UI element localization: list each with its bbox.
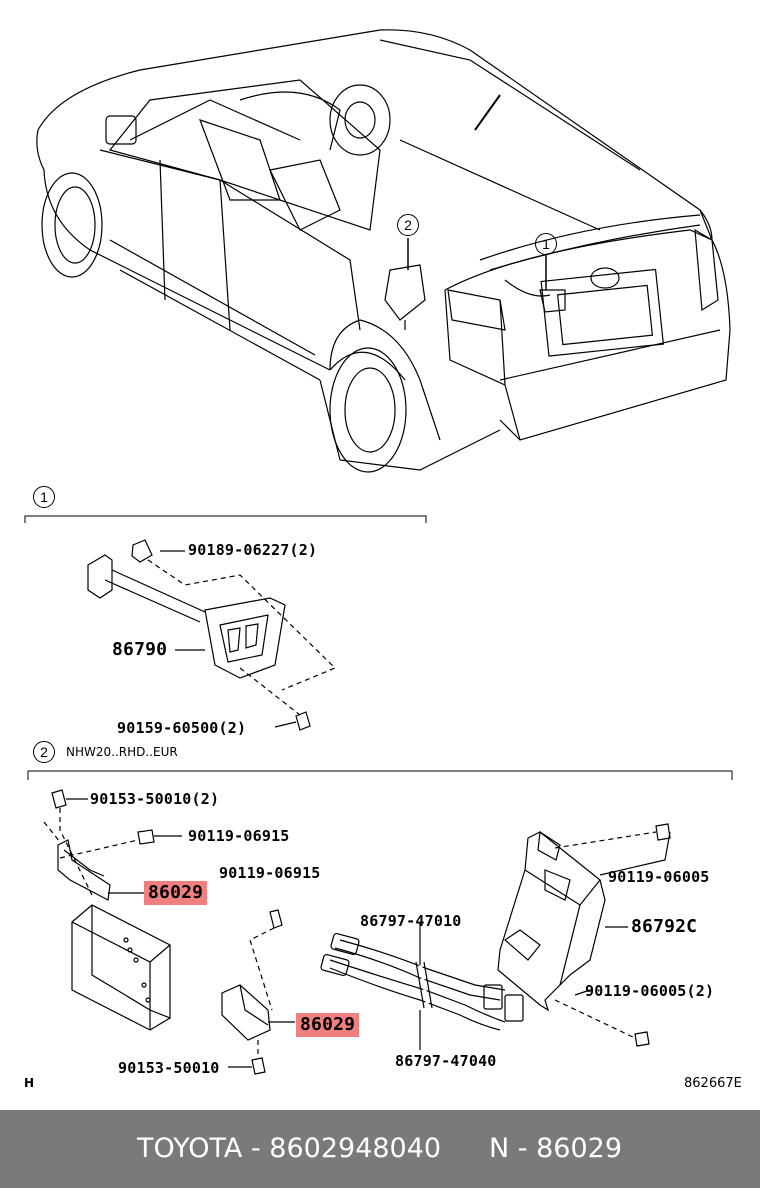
callout-1[interactable]: 1 (535, 233, 557, 255)
footer-short-part: N - 86029 (489, 1133, 622, 1164)
section2-subtitle: NHW20..RHD..EUR (66, 745, 178, 759)
diagram-code: 862667E (684, 1076, 742, 1091)
label-86029-highlighted-b[interactable]: 86029 (296, 1013, 360, 1037)
label-90153-50010-2[interactable]: 90153-50010(2) (90, 790, 220, 808)
label-86029-highlighted-a[interactable]: 86029 (144, 881, 208, 905)
label-90119-06005-2[interactable]: 90119-06005(2) (585, 982, 715, 1000)
section2-parts (43, 789, 671, 1075)
parts-diagram (24, 29, 733, 1075)
section1-bracket (24, 515, 427, 523)
label-90119-06915-a[interactable]: 90119-06915 (188, 827, 290, 845)
label-90159-60500[interactable]: 90159-60500(2) (117, 719, 247, 737)
footer-bar: TOYOTA - 8602948040 N - 86029 (0, 1110, 760, 1188)
label-86792C[interactable]: 86792C (631, 916, 698, 937)
corner-mark: H (24, 1076, 35, 1090)
label-90119-06915-b[interactable]: 90119-06915 (219, 864, 321, 882)
section2-marker: 2 (33, 741, 55, 763)
label-90153-50010[interactable]: 90153-50010 (118, 1059, 220, 1077)
label-90189-06227[interactable]: 90189-06227(2) (188, 541, 318, 559)
footer-brand-part-number: TOYOTA - 8602948040 (137, 1133, 442, 1164)
callout-2[interactable]: 2 (397, 214, 419, 236)
section2-bracket (27, 770, 733, 780)
label-86797-47010[interactable]: 86797-47010 (360, 912, 462, 930)
label-90119-06005[interactable]: 90119-06005 (608, 868, 710, 886)
label-86790[interactable]: 86790 (112, 639, 168, 660)
label-86797-47040[interactable]: 86797-47040 (395, 1052, 497, 1070)
section1-marker: 1 (33, 486, 55, 508)
car-illustration (36, 29, 731, 473)
camera-assembly (87, 539, 337, 731)
